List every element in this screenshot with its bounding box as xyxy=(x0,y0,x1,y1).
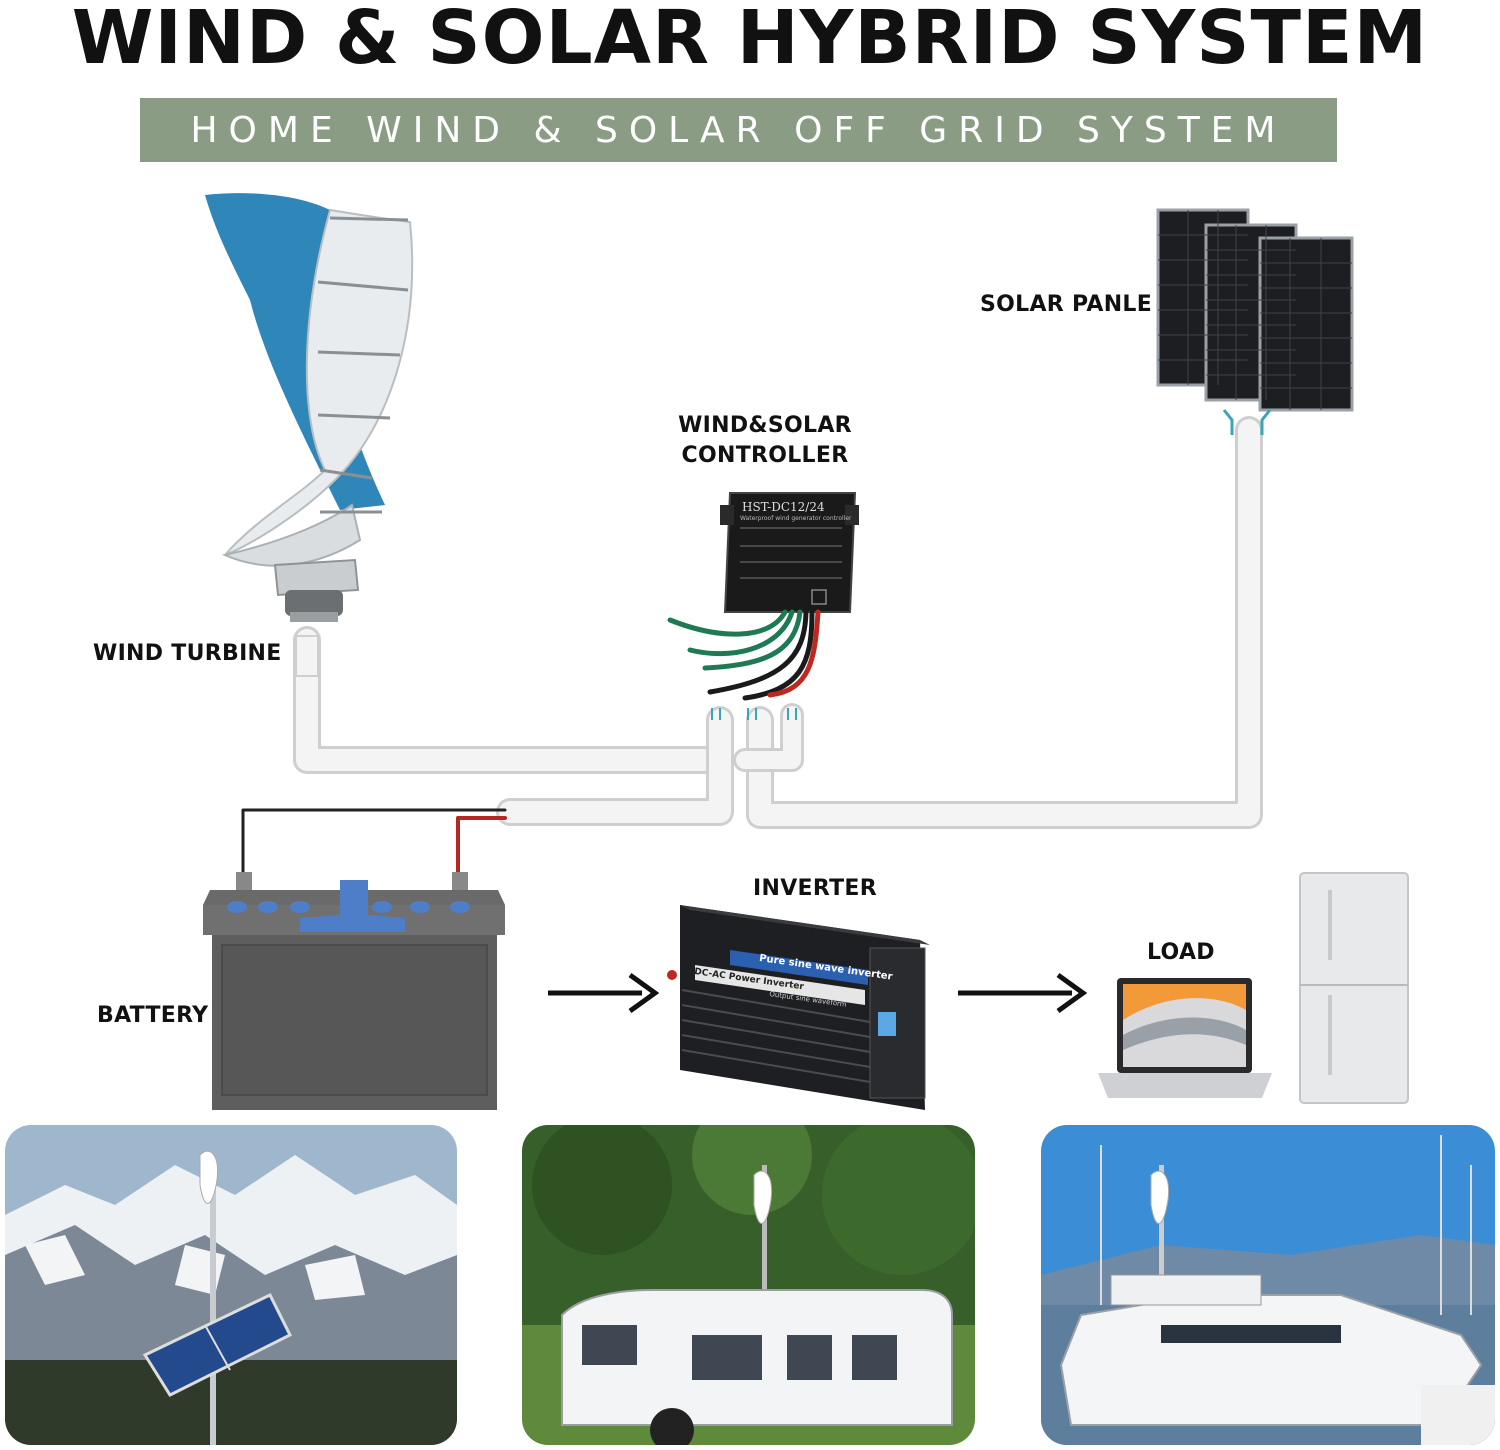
subtitle-banner: HOME WIND & SOLAR OFF GRID SYSTEM xyxy=(140,98,1337,162)
label-battery: BATTERY xyxy=(97,1003,209,1028)
photo-caravan-installation xyxy=(522,1125,975,1445)
label-wind-turbine: WIND TURBINE xyxy=(93,641,282,666)
controller-illustration xyxy=(667,492,859,720)
solar-panels-illustration xyxy=(1156,208,1354,435)
photo-boat-installation xyxy=(1041,1125,1495,1445)
wiring-conduits xyxy=(241,416,1263,882)
page-title: WIND & SOLAR HYBRID SYSTEM xyxy=(71,0,1429,81)
flow-arrow-battery-to-inverter xyxy=(548,972,660,1014)
controller-model-label: HST-DC12/24 xyxy=(742,500,825,514)
label-load: LOAD xyxy=(1147,940,1215,965)
refrigerator-illustration xyxy=(1299,872,1409,1104)
laptop-illustration xyxy=(1098,978,1272,1098)
label-inverter: INVERTER xyxy=(753,876,877,901)
label-solar-panel: SOLAR PANLE xyxy=(980,292,1153,317)
flow-arrow-inverter-to-load xyxy=(958,972,1088,1014)
wind-turbine-illustration xyxy=(205,193,414,622)
label-controller-line2: CONTROLLER xyxy=(681,443,849,468)
label-controller-line1: WIND&SOLAR xyxy=(678,413,852,438)
subtitle-text: HOME WIND & SOLAR OFF GRID SYSTEM xyxy=(190,109,1287,151)
inverter-illustration xyxy=(667,905,930,1110)
photo-mountain-installation xyxy=(5,1125,457,1445)
battery-illustration xyxy=(203,872,505,1110)
controller-subtitle-label: Waterproof wind generator controller xyxy=(740,515,852,522)
